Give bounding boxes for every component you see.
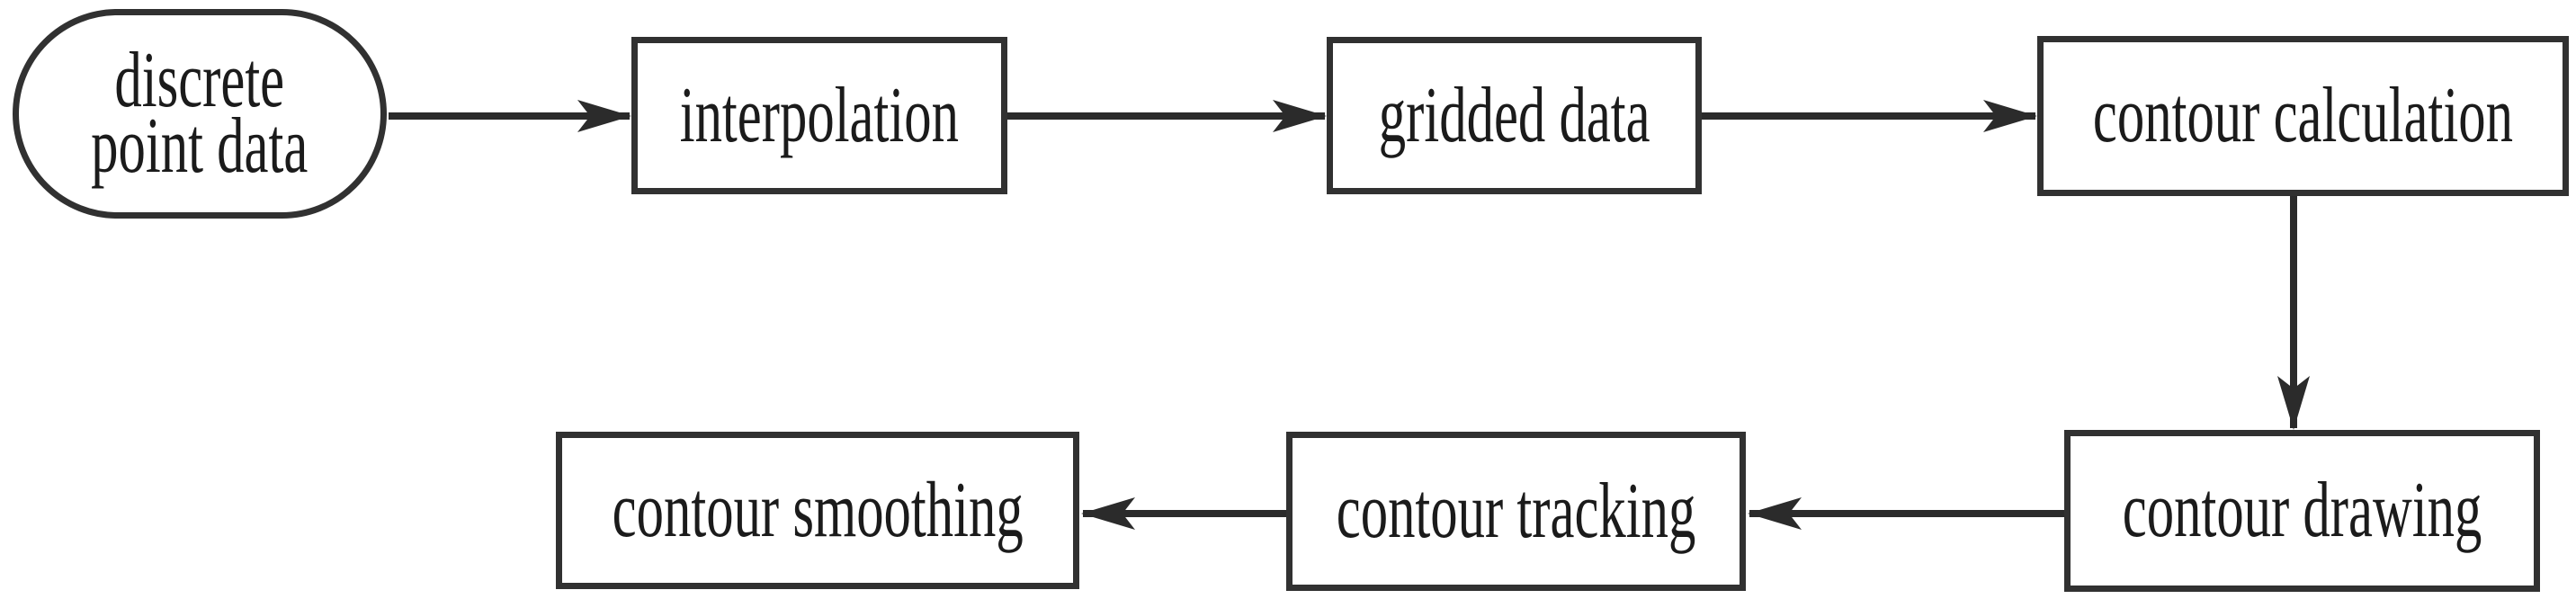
node-label: contour tracking: [1336, 467, 1696, 555]
node-label-line-1: discrete: [114, 37, 285, 125]
node-label: contour drawing: [2122, 467, 2482, 554]
node-gridded-data: gridded data: [1327, 37, 1702, 194]
node-label: contour calculation: [2092, 72, 2514, 159]
node-label-line-2: point data: [91, 102, 309, 190]
node-interpolation: interpolation: [631, 37, 1007, 194]
node-label: gridded data: [1378, 71, 1650, 159]
node-contour-calculation: contour calculation: [2037, 36, 2569, 196]
node-label: interpolation: [679, 71, 960, 159]
node-label: contour smoothing: [612, 466, 1024, 554]
node-contour-drawing: contour drawing: [2064, 430, 2540, 592]
node-contour-tracking: contour tracking: [1286, 432, 1746, 591]
node-contour-smoothing: contour smoothing: [556, 432, 1079, 589]
